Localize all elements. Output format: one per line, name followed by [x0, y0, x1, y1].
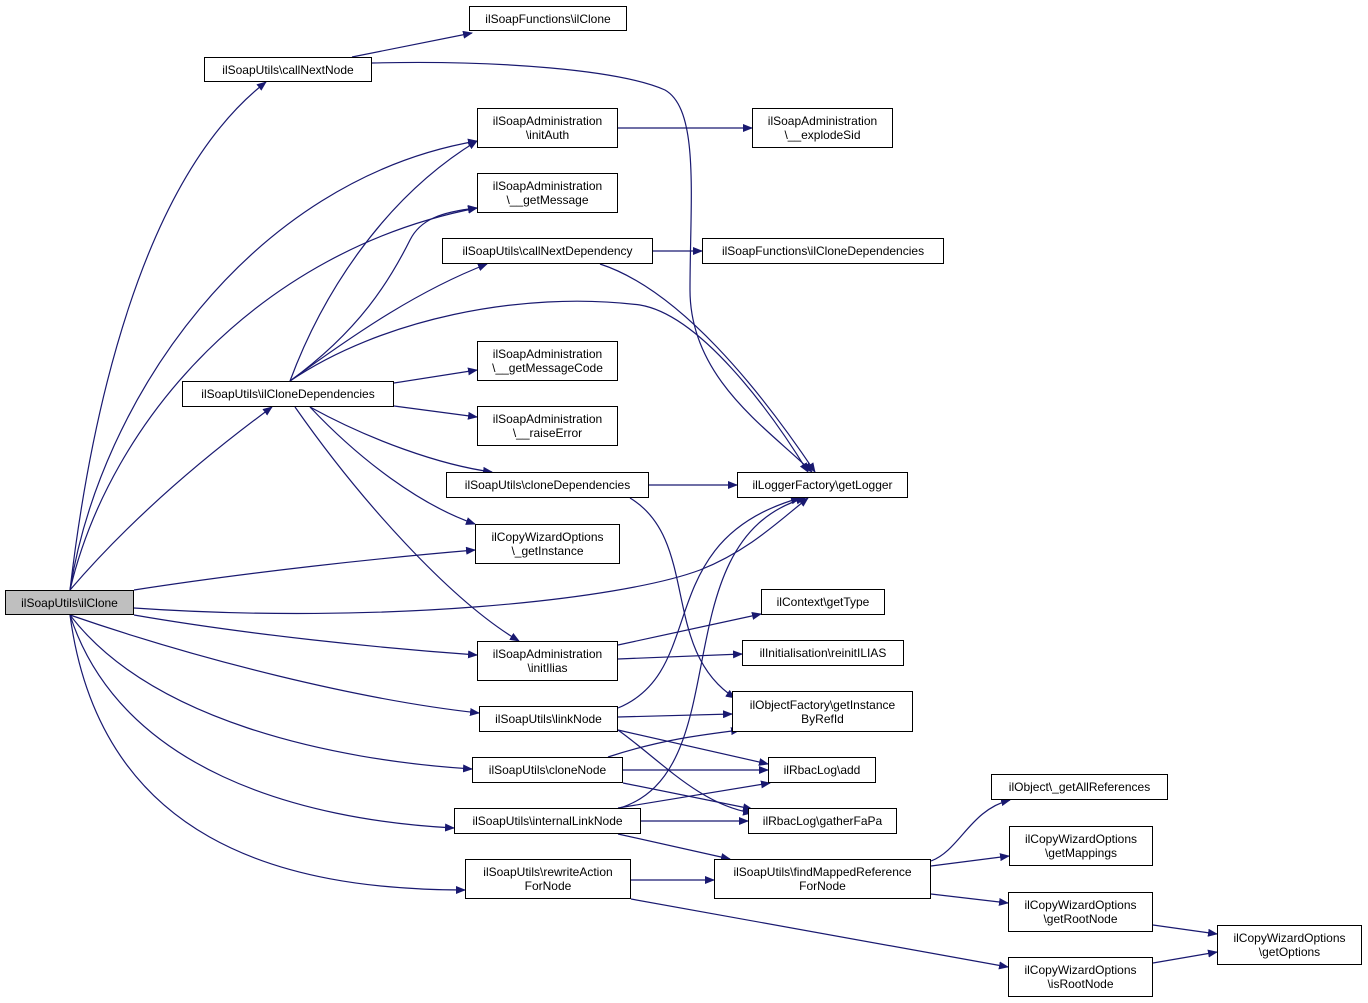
edge-rewrite_action-cwo_is_root_node — [630, 898, 1009, 970]
edge-root-clone_node — [69, 614, 473, 773]
edge-link_node-object_factory — [617, 710, 733, 719]
node-cwo-is-root-node[interactable]: ilCopyWizardOptions \isRootNode — [1008, 957, 1153, 997]
node-get-message-code[interactable]: ilSoapAdministration \__getMessageCode — [477, 341, 618, 381]
node-context-get-type[interactable]: ilContext\getType — [761, 589, 885, 615]
node-explode-sid[interactable]: ilSoapAdministration \__explodeSid — [752, 108, 893, 148]
node-reinit-ilias[interactable]: ilInitialisation\reinitILIAS — [742, 640, 904, 666]
edge-ilclone_dependencies-get_logger — [289, 300, 809, 473]
node-raise-error[interactable]: ilSoapAdministration \__raiseError — [477, 406, 618, 446]
edge-ilclone_dependencies-raise_error — [393, 405, 478, 420]
edge-root-rewrite_action — [69, 614, 466, 894]
edge-clone_node-object_factory — [607, 727, 741, 758]
node-rewrite-action[interactable]: ilSoapUtils\rewriteAction ForNode — [465, 859, 631, 899]
edge-call_next_node-get_logger — [371, 61, 813, 473]
edge-root-call_next_node — [69, 81, 267, 591]
edge-call_next_dependency-get_logger — [599, 263, 816, 473]
node-init-ilias[interactable]: ilSoapAdministration \initIlias — [477, 641, 618, 681]
node-get-all-references[interactable]: ilObject\_getAllReferences — [991, 774, 1168, 800]
edge-ilclone_dependencies-cwo_get_instance — [309, 406, 476, 525]
edge-root-cwo_get_instance — [133, 546, 476, 591]
edge-ilclone_dependencies-get_message — [289, 204, 478, 382]
edge-init_ilias-reinit_ilias — [617, 650, 743, 660]
node-cwo-get-options[interactable]: ilCopyWizardOptions \getOptions — [1217, 925, 1362, 965]
edge-find_mapped_ref-cwo_get_mappings — [930, 853, 1010, 867]
edge-root-get_logger — [133, 497, 809, 615]
node-call-next-dependency[interactable]: ilSoapUtils\callNextDependency — [442, 238, 653, 264]
node-soap-functions-ilclone[interactable]: ilSoapFunctions\ilClone — [469, 6, 627, 31]
edge-init_ilias-context_get_type — [617, 611, 762, 646]
edge-ilclone_dependencies-clone_dependencies — [309, 406, 493, 475]
edge-internal_link_node-find_mapped_ref — [617, 833, 731, 861]
edge-ilclone_dependencies-call_next_dependency — [289, 263, 488, 382]
edge-link_node-get_logger — [617, 496, 801, 709]
node-internal-link-node[interactable]: ilSoapUtils\internalLinkNode — [454, 808, 641, 834]
edge-link_node-rbac_add — [617, 729, 769, 766]
edge-call_next_node-soap_functions_ilclone — [351, 30, 473, 58]
node-soap-functions-ilclone-dependencies[interactable]: ilSoapFunctions\ilCloneDependencies — [702, 238, 944, 264]
edge-link_node-gather_fapa — [617, 729, 753, 816]
edge-root-get_message — [69, 205, 478, 591]
node-cwo-get-instance[interactable]: ilCopyWizardOptions \_getInstance — [475, 524, 620, 564]
edge-clone_dependencies-object_factory — [629, 497, 736, 699]
node-gather-fapa[interactable]: ilRbacLog\gatherFaPa — [748, 808, 897, 834]
edge-cwo_is_root_node-cwo_get_options — [1152, 949, 1218, 964]
edge-internal_link_node-get_logger — [619, 496, 806, 809]
node-rbac-add[interactable]: ilRbacLog\add — [768, 757, 876, 783]
edge-find_mapped_ref-cwo_get_root_node — [930, 893, 1009, 906]
edge-find_mapped_ref-get_all_references — [930, 798, 1011, 862]
edge-root-init_ilias — [133, 614, 478, 659]
edge-ilclone_dependencies-init_auth — [289, 140, 478, 382]
edge-root-ilclone_dependencies — [69, 406, 273, 591]
node-root: ilSoapUtils\ilClone — [5, 590, 134, 615]
node-call-next-node[interactable]: ilSoapUtils\callNextNode — [204, 57, 372, 82]
edge-ilclone_dependencies-init_ilias — [294, 406, 520, 642]
node-link-node[interactable]: ilSoapUtils\linkNode — [479, 706, 618, 732]
node-get-logger[interactable]: ilLoggerFactory\getLogger — [737, 472, 908, 498]
node-find-mapped-ref[interactable]: ilSoapUtils\findMappedReference ForNode — [714, 859, 931, 899]
edge-ilclone_dependencies-get_message_code — [393, 367, 478, 384]
edge-root-init_auth — [69, 138, 478, 591]
node-cwo-get-mappings[interactable]: ilCopyWizardOptions \getMappings — [1009, 826, 1153, 866]
node-cwo-get-root-node[interactable]: ilCopyWizardOptions \getRootNode — [1008, 892, 1153, 932]
node-object-factory[interactable]: ilObjectFactory\getInstance ByRefId — [732, 691, 913, 732]
node-ilclone-dependencies[interactable]: ilSoapUtils\ilCloneDependencies — [182, 381, 394, 407]
node-get-message[interactable]: ilSoapAdministration \__getMessage — [477, 173, 618, 213]
node-clone-node[interactable]: ilSoapUtils\cloneNode — [472, 757, 623, 783]
node-init-auth[interactable]: ilSoapAdministration \initAuth — [477, 108, 618, 148]
edge-root-internal_link_node — [69, 614, 455, 832]
edge-internal_link_node-rbac_add — [617, 780, 771, 809]
edge-cwo_get_root_node-cwo_get_options — [1152, 924, 1218, 937]
node-clone-dependencies[interactable]: ilSoapUtils\cloneDependencies — [446, 472, 649, 498]
edge-root-link_node — [69, 614, 480, 716]
